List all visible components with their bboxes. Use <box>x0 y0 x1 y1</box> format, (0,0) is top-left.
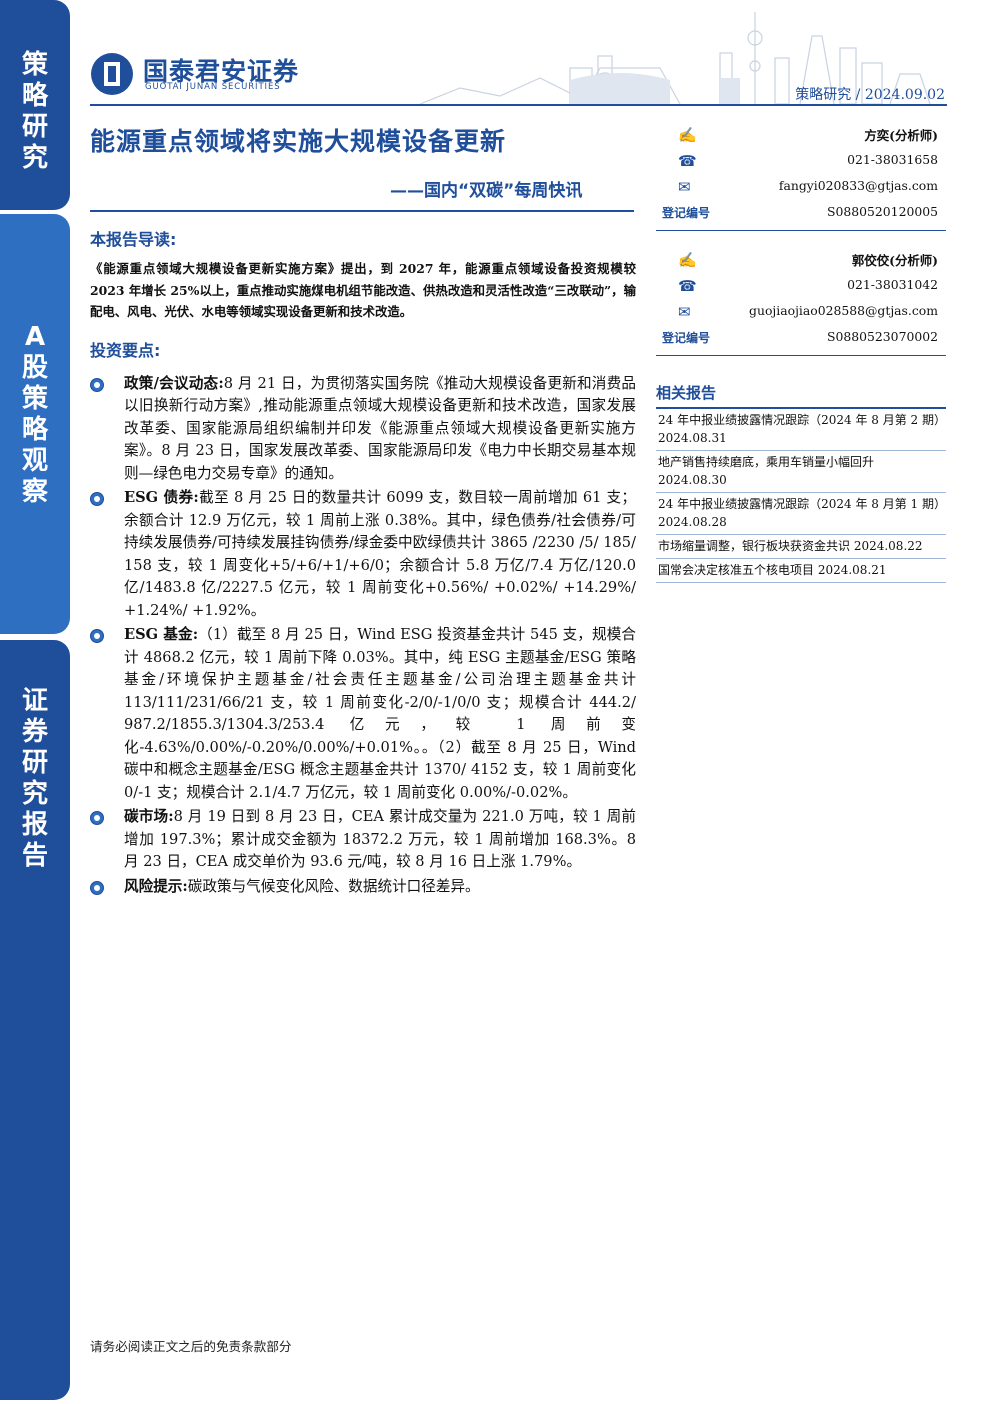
key-point-text: 碳政策与气候变化风险、数据统计口径差异。 <box>187 877 480 895</box>
sidebar-char: 略 <box>21 81 48 111</box>
analyst-email[interactable]: fangyi020833@gtjas.com <box>778 178 938 193</box>
sidebar-char: 证 <box>21 686 48 716</box>
related-reports-heading: 相关报告 <box>656 382 946 409</box>
disclaimer-footer: 请务必阅读正文之后的免责条款部分 <box>90 1339 292 1354</box>
key-point-carbon-market: 碳市场:8 月 19 日到 8 月 23 日，CEA 累计成交量为 221.0 … <box>90 806 636 874</box>
phone-icon: ☎ <box>678 152 697 170</box>
analyst-name-row: ✍ 郭佼佼(分析师) <box>656 247 946 273</box>
analyst-phone-row: ☎ 021-38031658 <box>656 148 946 174</box>
key-point-label: 碳市场: <box>124 808 174 825</box>
sidebar-char: 研 <box>21 112 48 142</box>
analyst-phone-row: ☎ 021-38031042 <box>656 273 946 299</box>
mail-icon: ✉ <box>678 178 691 196</box>
related-report-link[interactable]: 24 年中报业绩披露情况跟踪（2024 年 8 月第 2 期） 2024.08.… <box>656 409 946 451</box>
sidebar-tab2-label: A 股 策 略 观 察 <box>0 322 70 508</box>
key-point-label: 风险提示: <box>124 877 188 895</box>
sidebar-tab-securities-report: 证 券 研 究 报 告 <box>0 640 70 1400</box>
phone-icon: ☎ <box>678 277 697 295</box>
pen-icon: ✍ <box>678 251 697 269</box>
bullet-icon <box>90 880 104 895</box>
reg-number: S0880520120005 <box>827 204 938 219</box>
related-report-link[interactable]: 国常会决定核准五个核电项目 2024.08.21 <box>656 559 946 583</box>
key-points-list: 政策/会议动态:8 月 21 日，为贯彻落实国务院《推动大规模设备更新和消费品以… <box>90 373 636 899</box>
analyst-panel: ✍ 方奕(分析师) ☎ 021-38031658 ✉ fangyi020833@… <box>656 122 946 372</box>
header-divider <box>90 104 947 106</box>
mail-icon: ✉ <box>678 303 691 321</box>
company-logo-icon <box>91 53 133 95</box>
key-point-esg-bonds: ESG 债券:截至 8 月 25 日的数量共计 6099 支，数目较一周前增加 … <box>90 487 636 622</box>
guide-heading: 本报告导读: <box>90 230 177 249</box>
report-title: 能源重点领域将实施大规模设备更新 <box>90 127 507 156</box>
bullet-icon <box>90 811 104 825</box>
key-point-policy: 政策/会议动态:8 月 21 日，为贯彻落实国务院《推动大规模设备更新和消费品以… <box>90 373 636 486</box>
analyst-email-row: ✉ guojiaojiao028588@gtjas.com <box>656 299 946 325</box>
bullet-icon <box>90 629 104 643</box>
main-content: 本报告导读: 《能源重点领域大规模设备更新实施方案》提出，到 2027 年，能源… <box>90 226 636 900</box>
related-reports-panel: 相关报告 24 年中报业绩披露情况跟踪（2024 年 8 月第 2 期） 202… <box>656 382 946 583</box>
sidebar-tab3-label: 证 券 研 究 报 告 <box>0 686 70 872</box>
analyst-divider <box>656 355 946 356</box>
sidebar-char: 略 <box>21 415 48 445</box>
analyst-reg-row: 登记编号 S0880523070002 <box>656 325 946 351</box>
sidebar-char: 察 <box>21 477 48 507</box>
sidebar-char: 究 <box>21 779 48 809</box>
related-report-link[interactable]: 市场缩量调整，银行板块获资金共识 2024.08.22 <box>656 535 946 559</box>
sidebar-char: 报 <box>21 810 48 840</box>
reg-number: S0880523070002 <box>827 329 938 344</box>
sidebar-tab-strategy-research: 策 略 研 究 <box>0 0 70 210</box>
key-point-label: ESG 基金: <box>124 626 199 643</box>
sidebar-char: 观 <box>21 446 48 476</box>
bullet-icon <box>90 492 104 506</box>
analyst-phone: 021-38031042 <box>847 277 938 292</box>
sidebar-tab1-label: 策 略 研 究 <box>0 50 70 174</box>
sidebar-char: 告 <box>21 841 48 871</box>
sidebar-char: 股 <box>21 353 48 383</box>
analyst-name-row: ✍ 方奕(分析师) <box>656 122 946 148</box>
key-point-label: ESG 债券: <box>124 489 199 506</box>
analyst-email[interactable]: guojiaojiao028588@gtjas.com <box>749 303 938 318</box>
bullet-icon <box>90 377 104 392</box>
reg-label: 登记编号 <box>662 206 711 220</box>
title-divider <box>90 210 634 212</box>
company-name: 国泰君安证券 <box>143 57 300 86</box>
guide-text: 《能源重点领域大规模设备更新实施方案》提出，到 2027 年，能源重点领域设备投… <box>90 261 636 319</box>
analyst-email-row: ✉ fangyi020833@gtjas.com <box>656 174 946 200</box>
sidebar-char: 究 <box>21 143 48 173</box>
analyst-name: 郭佼佼(分析师) <box>851 253 938 268</box>
analyst-reg-row: 登记编号 S0880520120005 <box>656 200 946 226</box>
analyst-divider <box>656 230 946 231</box>
key-point-label: 政策/会议动态: <box>124 374 224 392</box>
key-point-text: 8 月 19 日到 8 月 23 日，CEA 累计成交量为 221.0 万吨，较… <box>124 808 636 870</box>
pen-icon: ✍ <box>678 126 697 144</box>
related-report-link[interactable]: 24 年中报业绩披露情况跟踪（2024 年 8 月第 1 期） 2024.08.… <box>656 493 946 535</box>
reg-label: 登记编号 <box>662 331 711 345</box>
key-points-heading: 投资要点: <box>90 340 161 360</box>
report-subtitle: ——国内“双碳”每周快讯 <box>390 181 583 201</box>
report-category-date: 策略研究 / 2024.09.02 <box>795 87 945 103</box>
sidebar-tab-a-share-strategy: A 股 策 略 观 察 <box>0 214 70 634</box>
sidebar-char: 研 <box>21 748 48 778</box>
sidebar-char: 券 <box>21 717 48 747</box>
key-point-risk: 风险提示:碳政策与气候变化风险、数据统计口径差异。 <box>90 876 636 899</box>
related-report-link[interactable]: 地产销售持续磨底，乘用车销量小幅回升 2024.08.30 <box>656 451 946 493</box>
sidebar-char: 策 <box>21 50 48 80</box>
city-skyline-illustration <box>420 12 931 104</box>
analyst-phone: 021-38031658 <box>847 152 938 167</box>
key-point-esg-funds: ESG 基金:（1）截至 8 月 25 日，Wind ESG 投资基金共计 54… <box>90 624 636 804</box>
sidebar-char: A <box>24 322 46 352</box>
key-point-text: （1）截至 8 月 25 日，Wind ESG 投资基金共计 545 支，规模合… <box>124 626 636 801</box>
key-point-text: 截至 8 月 25 日的数量共计 6099 支，数目较一周前增加 61 支；余额… <box>124 489 636 619</box>
analyst-name: 方奕(分析师) <box>864 128 938 143</box>
key-point-text: 8 月 21 日，为贯彻落实国务院《推动大规模设备更新和消费品以旧换新行动方案》… <box>124 374 637 482</box>
company-name-en: GUOTAI JUNAN SECURITIES <box>145 82 281 92</box>
sidebar-char: 策 <box>21 384 48 414</box>
